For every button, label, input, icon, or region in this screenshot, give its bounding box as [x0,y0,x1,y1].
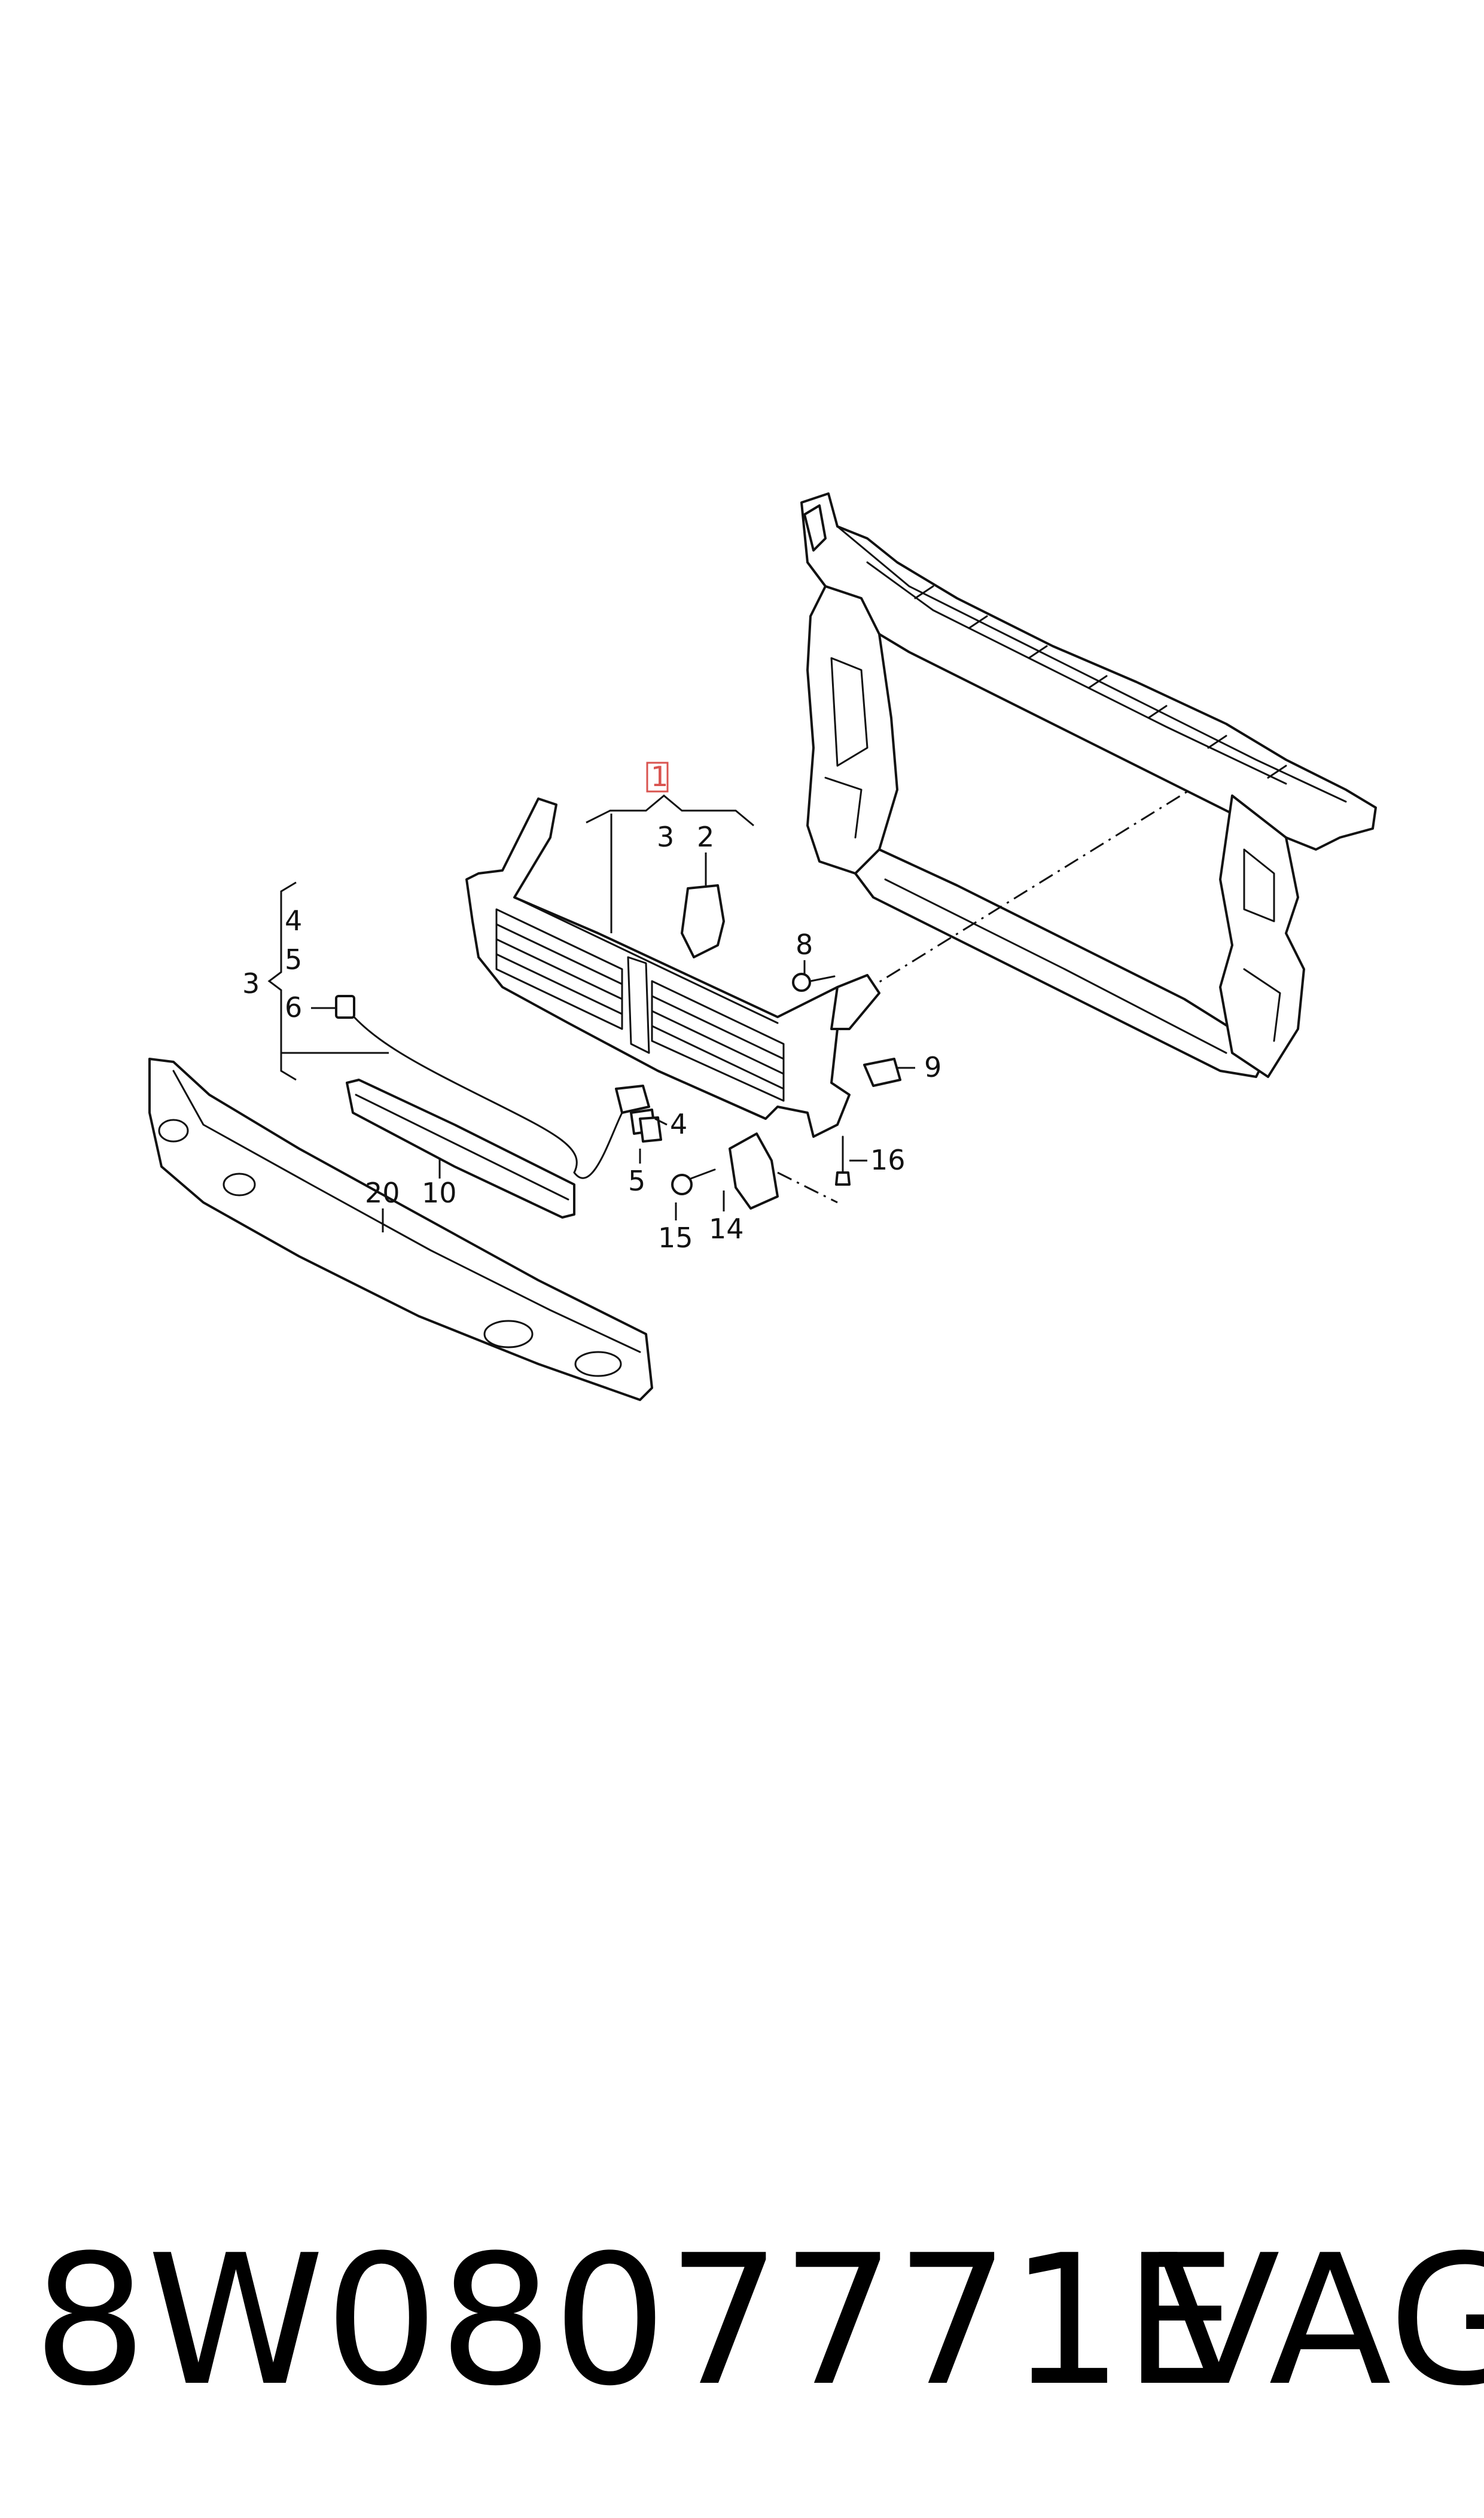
wiring-harness [335,995,650,1179]
front-end-carrier [800,492,1377,1078]
callout-16: 16 [870,1144,906,1176]
leader-lines [267,794,915,1232]
callout-5: 5 [628,1165,645,1197]
callout-labels: 1 3 2 4 5 3 6 8 9 4 16 5 10 20 14 15 [242,760,941,1254]
callout-3-left: 3 [242,967,260,1000]
bumper-beam [148,1058,653,1401]
callout-3-top: 3 [657,821,674,853]
callout-4: 4 [670,1108,687,1140]
callout-10: 10 [422,1177,457,1209]
air-guide-frame [465,797,880,1138]
callout-6: 6 [285,991,302,1024]
callout-15: 15 [658,1222,693,1254]
callout-5-left: 5 [285,943,302,976]
caption: 8W0807771E VAG [33,2213,1484,2429]
part-number: 8W0807771E [33,2216,1238,2425]
small-parts [630,884,901,1210]
callout-1: 1 [651,760,668,793]
callout-2: 2 [697,821,714,853]
callout-1-highlight-box [646,762,669,793]
brand-name: VAG [1157,2216,1484,2425]
callout-20: 20 [365,1177,400,1209]
callout-4-left: 4 [285,905,302,937]
callout-14: 14 [709,1213,744,1245]
trim-strip [346,1079,575,1219]
callout-8: 8 [796,928,813,961]
callout-9: 9 [924,1051,941,1083]
alignment-line [861,788,1191,994]
